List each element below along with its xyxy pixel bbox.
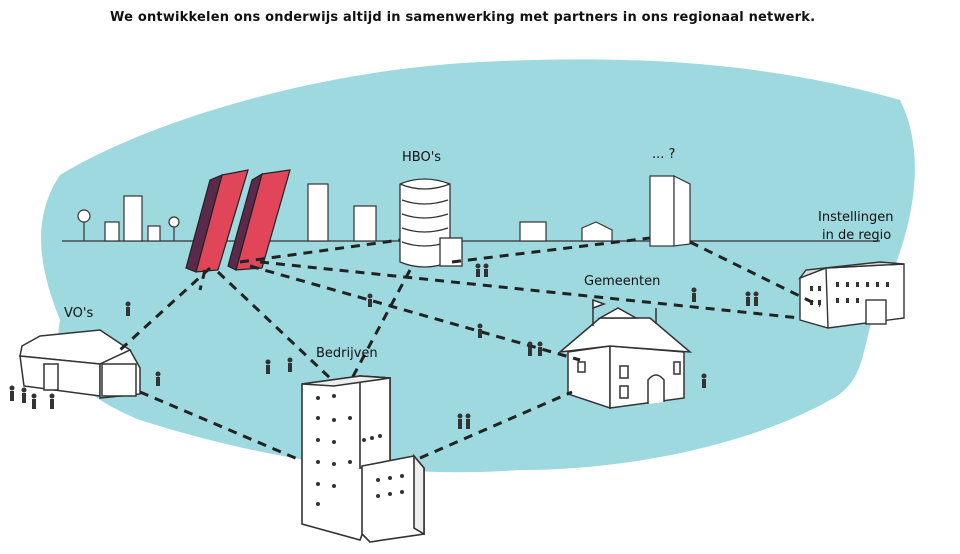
headline: We ontwikkelen ons onderwijs altijd in s… [110,10,816,25]
label-gemeenten: Gemeenten [584,274,661,289]
skyline-left [77,195,180,242]
label-instellingen-2: in de regio [822,228,892,243]
label-hbo: HBO's [402,150,442,165]
instellingen-building [797,261,905,329]
red-towers [185,169,291,273]
label-unknown: ... ? [652,147,676,162]
network-lines [118,236,821,462]
people [9,263,759,429]
label-bedrijven: Bedrijven [316,346,378,361]
vo-building [19,329,141,399]
bedrijven-building [301,375,425,543]
skyline-mid [307,183,613,242]
label-vo: VO's [64,306,94,321]
unknown-tower [649,175,691,247]
label-instellingen-1: Instellingen [818,210,894,225]
hbo-building [399,178,463,268]
gemeenten-building [557,298,693,410]
